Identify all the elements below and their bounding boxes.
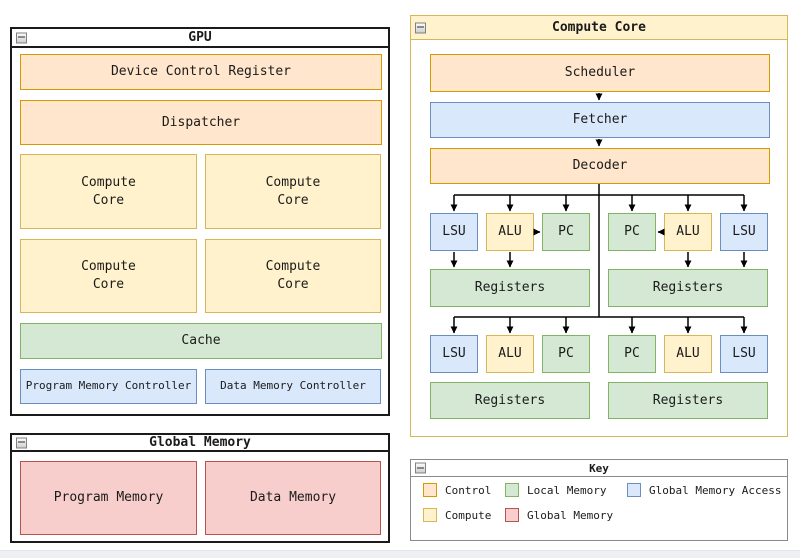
window-edge-strip <box>0 550 800 558</box>
legend-item-compute: Compute <box>423 508 491 522</box>
registers-block: Registers <box>430 382 590 419</box>
legend-item-local-memory: Local Memory <box>505 483 606 497</box>
alu-block: ALU <box>486 213 534 251</box>
gpu-window: GPU Device Control Register Dispatcher C… <box>10 27 390 416</box>
compute-swatch-icon <box>423 508 437 522</box>
global-memory-window-title: Global Memory <box>149 435 251 450</box>
key-window: Key Control Local Memory Global Memory A… <box>410 459 788 541</box>
lsu-block: LSU <box>720 335 768 373</box>
global-memory-swatch-icon <box>505 508 519 522</box>
control-swatch-icon <box>423 483 437 497</box>
compute-core-block-1: Compute Core <box>20 154 197 229</box>
compute-core-block-4: Compute Core <box>205 239 381 313</box>
registers-block: Registers <box>608 269 768 307</box>
lsu-block: LSU <box>430 213 478 251</box>
compute-core-window-title: Compute Core <box>552 20 646 35</box>
pc-block: PC <box>542 335 590 373</box>
global-memory-window-titlebar: Global Memory <box>12 435 388 452</box>
lsu-block: LSU <box>720 213 768 251</box>
pc-block: PC <box>542 213 590 251</box>
data-memory-controller-block: Data Memory Controller <box>205 369 381 404</box>
pc-block: PC <box>608 213 656 251</box>
legend-label: Global Memory <box>527 508 614 522</box>
fetcher-block: Fetcher <box>430 102 770 138</box>
program-memory-controller-block: Program Memory Controller <box>20 369 197 404</box>
global-memory-minimize-icon[interactable] <box>16 437 27 448</box>
gpu-window-title: GPU <box>188 30 212 45</box>
registers-block: Registers <box>430 269 590 307</box>
gpu-window-titlebar: GPU <box>12 29 388 48</box>
gpu-minimize-icon[interactable] <box>16 32 27 43</box>
data-memory-block: Data Memory <box>205 461 381 535</box>
cache-block: Cache <box>20 323 382 359</box>
program-memory-block: Program Memory <box>20 461 197 535</box>
legend-label: Compute <box>445 508 492 522</box>
legend-item-global-memory: Global Memory <box>505 508 613 522</box>
alu-block: ALU <box>664 213 712 251</box>
lsu-block: LSU <box>430 335 478 373</box>
key-window-title: Key <box>589 461 609 475</box>
scheduler-block: Scheduler <box>430 54 770 92</box>
registers-block: Registers <box>608 382 768 419</box>
legend-label: Control <box>445 483 492 497</box>
legend-item-control: Control <box>423 483 491 497</box>
compute-core-window-titlebar: Compute Core <box>411 16 787 40</box>
compute-core-window: Compute Core Scheduler Fetcher Decoder L… <box>410 15 788 437</box>
compute-core-minimize-icon[interactable] <box>415 22 426 33</box>
alu-block: ALU <box>486 335 534 373</box>
legend-item-global-memory-access: Global Memory Access <box>627 483 781 497</box>
pc-block: PC <box>608 335 656 373</box>
device-control-register-block: Device Control Register <box>20 54 382 90</box>
alu-block: ALU <box>664 335 712 373</box>
legend-label: Global Memory Access <box>649 483 782 497</box>
legend-label: Local Memory <box>527 483 607 497</box>
decoder-block: Decoder <box>430 148 770 184</box>
compute-core-block-2: Compute Core <box>205 154 381 229</box>
dispatcher-block: Dispatcher <box>20 100 382 145</box>
local-memory-swatch-icon <box>505 483 519 497</box>
global-memory-window: Global Memory Program Memory Data Memory <box>10 433 390 543</box>
global-memory-access-swatch-icon <box>627 483 641 497</box>
key-window-titlebar: Key <box>411 460 787 477</box>
key-minimize-icon[interactable] <box>415 462 426 474</box>
compute-core-block-3: Compute Core <box>20 239 197 313</box>
